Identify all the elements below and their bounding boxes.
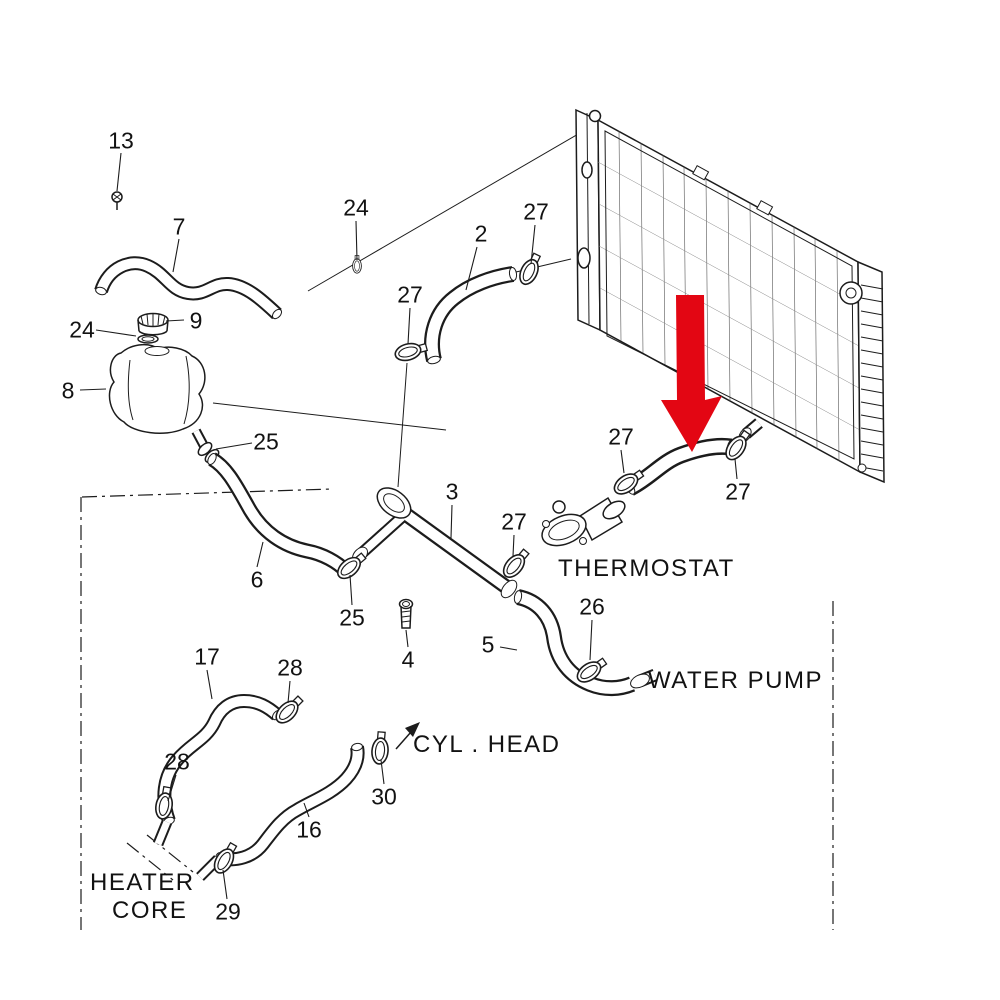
clamp-30 — [370, 730, 391, 766]
callout-24-2: 24 — [343, 194, 369, 221]
callout-13-0: 13 — [108, 127, 134, 154]
screw-13 — [111, 191, 123, 210]
thermostat — [541, 496, 626, 547]
callout-26-16: 26 — [579, 593, 605, 620]
callout-25-9: 25 — [253, 428, 279, 455]
leader-lines — [79, 152, 738, 900]
thermostat-label: THERMOSTAT — [558, 555, 735, 582]
reservoir-cap-9 — [137, 312, 169, 336]
callout-17-19: 17 — [194, 643, 220, 670]
hose-2 — [424, 266, 518, 365]
callout-27-13: 27 — [501, 508, 527, 535]
cap-retainer-24 — [137, 334, 159, 344]
callout-2-4: 2 — [474, 220, 488, 247]
hose-5 — [513, 589, 636, 697]
callout-27-3: 27 — [523, 198, 549, 225]
callout-4-18: 4 — [401, 646, 415, 673]
callout-27-11: 27 — [725, 478, 751, 505]
hose-6 — [207, 452, 352, 577]
callout-6-14: 6 — [250, 566, 264, 593]
callout-16-23: 16 — [296, 816, 322, 843]
clamp-27 — [515, 250, 546, 288]
cyl-head-label: CYL . HEAD — [413, 731, 561, 758]
callout-28-21: 28 — [164, 748, 190, 775]
hose-7 — [94, 256, 283, 320]
callout-27-10: 27 — [608, 423, 634, 450]
radiator — [575, 108, 885, 484]
boundary-dash-lines — [80, 488, 834, 930]
callout-3-12: 3 — [445, 478, 459, 505]
radiator-lower-hose-highlighted — [624, 437, 736, 496]
clamp-27 — [498, 545, 534, 582]
callout-24-6: 24 — [69, 316, 95, 343]
heater-core-label-line2: CORE — [112, 897, 188, 924]
callout-7-1: 7 — [172, 213, 186, 240]
water-pump-label: WATER PUMP — [648, 667, 823, 694]
coolant-pipe-3 — [352, 487, 518, 599]
bolt-4 — [398, 598, 414, 629]
red-highlight-arrow — [661, 295, 722, 452]
callout-5-17: 5 — [481, 631, 495, 658]
clamp-27 — [392, 338, 430, 364]
callout-27-5: 27 — [397, 281, 423, 308]
callout-28-20: 28 — [277, 654, 303, 681]
callout-25-15: 25 — [339, 604, 365, 631]
callout-9-7: 9 — [189, 307, 203, 334]
heater-core-label-line1: HEATER — [90, 869, 195, 896]
callout-8-8: 8 — [61, 377, 75, 404]
callout-30-22: 30 — [371, 783, 397, 810]
cyl-head-arrow — [395, 722, 420, 750]
callout-29-24: 29 — [215, 898, 241, 925]
coolant-reservoir-8 — [108, 343, 209, 449]
water-pump-stub — [630, 668, 658, 689]
